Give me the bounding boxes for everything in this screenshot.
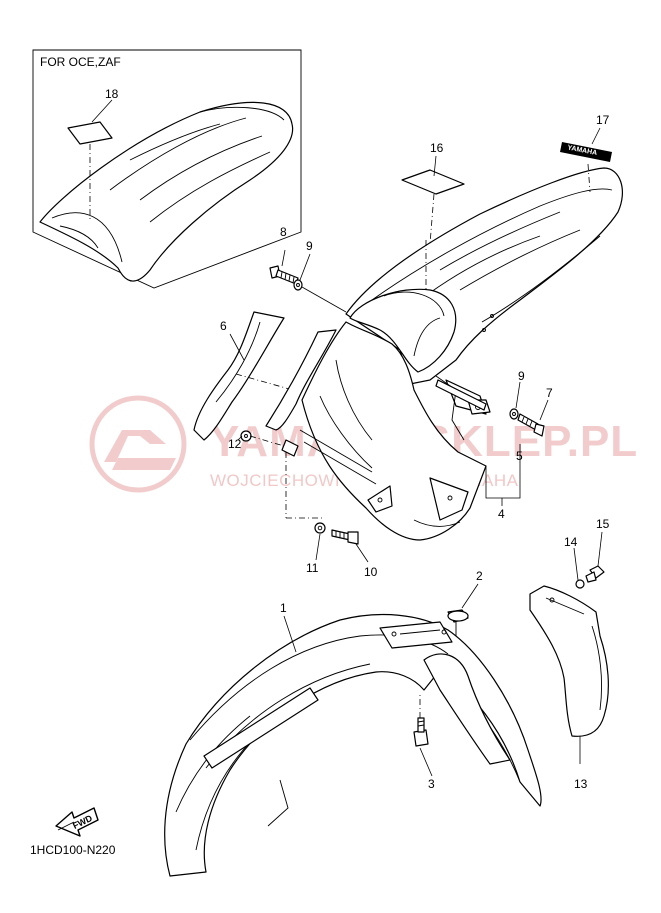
callout-18: 18 [105, 87, 119, 101]
callout-14: 14 [564, 535, 578, 549]
callout-2: 2 [476, 569, 483, 583]
screw-15 [585, 565, 605, 583]
callout-16: 16 [430, 141, 444, 155]
callout-10: 10 [364, 565, 378, 579]
fork-guard-13 [529, 585, 609, 737]
bolt-8 [269, 265, 299, 285]
callout-6: 6 [220, 319, 227, 333]
mount-rod [435, 379, 487, 411]
watermark-logo-icon [89, 395, 187, 493]
callouts: 1 2 3 4 5 6 7 8 9 9 10 11 12 13 14 15 16… [220, 113, 610, 791]
inset-rear-fender [39, 101, 294, 282]
washer-14 [575, 579, 585, 589]
rear-fender [299, 167, 623, 541]
callout-7: 7 [546, 386, 553, 400]
callout-11: 11 [306, 561, 319, 575]
callout-8: 8 [280, 225, 287, 239]
callout-9b: 9 [518, 369, 525, 383]
leader-lines [229, 127, 603, 777]
callout-13: 13 [574, 777, 588, 791]
callout-4: 4 [498, 507, 505, 521]
callout-15: 15 [596, 517, 610, 531]
callout-1: 1 [280, 601, 287, 615]
decal-16 [401, 169, 465, 245]
diagram-code: 1HCD100-N220 [30, 843, 116, 857]
inner-plate [265, 329, 337, 431]
callout-5: 5 [516, 449, 523, 463]
callout-12: 12 [228, 437, 242, 451]
callout-9a: 9 [306, 239, 313, 253]
front-fender [164, 613, 542, 877]
bolt-7 [517, 413, 545, 437]
decal-18 [67, 121, 113, 145]
inset-label: FOR OCE,ZAF [40, 55, 121, 69]
callout-3: 3 [428, 777, 435, 791]
decal-17: YAMAHA [560, 142, 612, 193]
bolt-3 [413, 692, 429, 747]
bolt-10 [331, 529, 359, 545]
nut-2 [447, 609, 469, 636]
washer-9-left [293, 279, 303, 291]
fwd-arrow-icon: FWD [55, 807, 99, 837]
washer-9-right [509, 408, 519, 420]
clip-12 [240, 430, 299, 457]
inset-box: FOR OCE,ZAF 18 [32, 49, 302, 289]
callout-17: 17 [596, 113, 610, 127]
washer-11 [314, 522, 326, 534]
